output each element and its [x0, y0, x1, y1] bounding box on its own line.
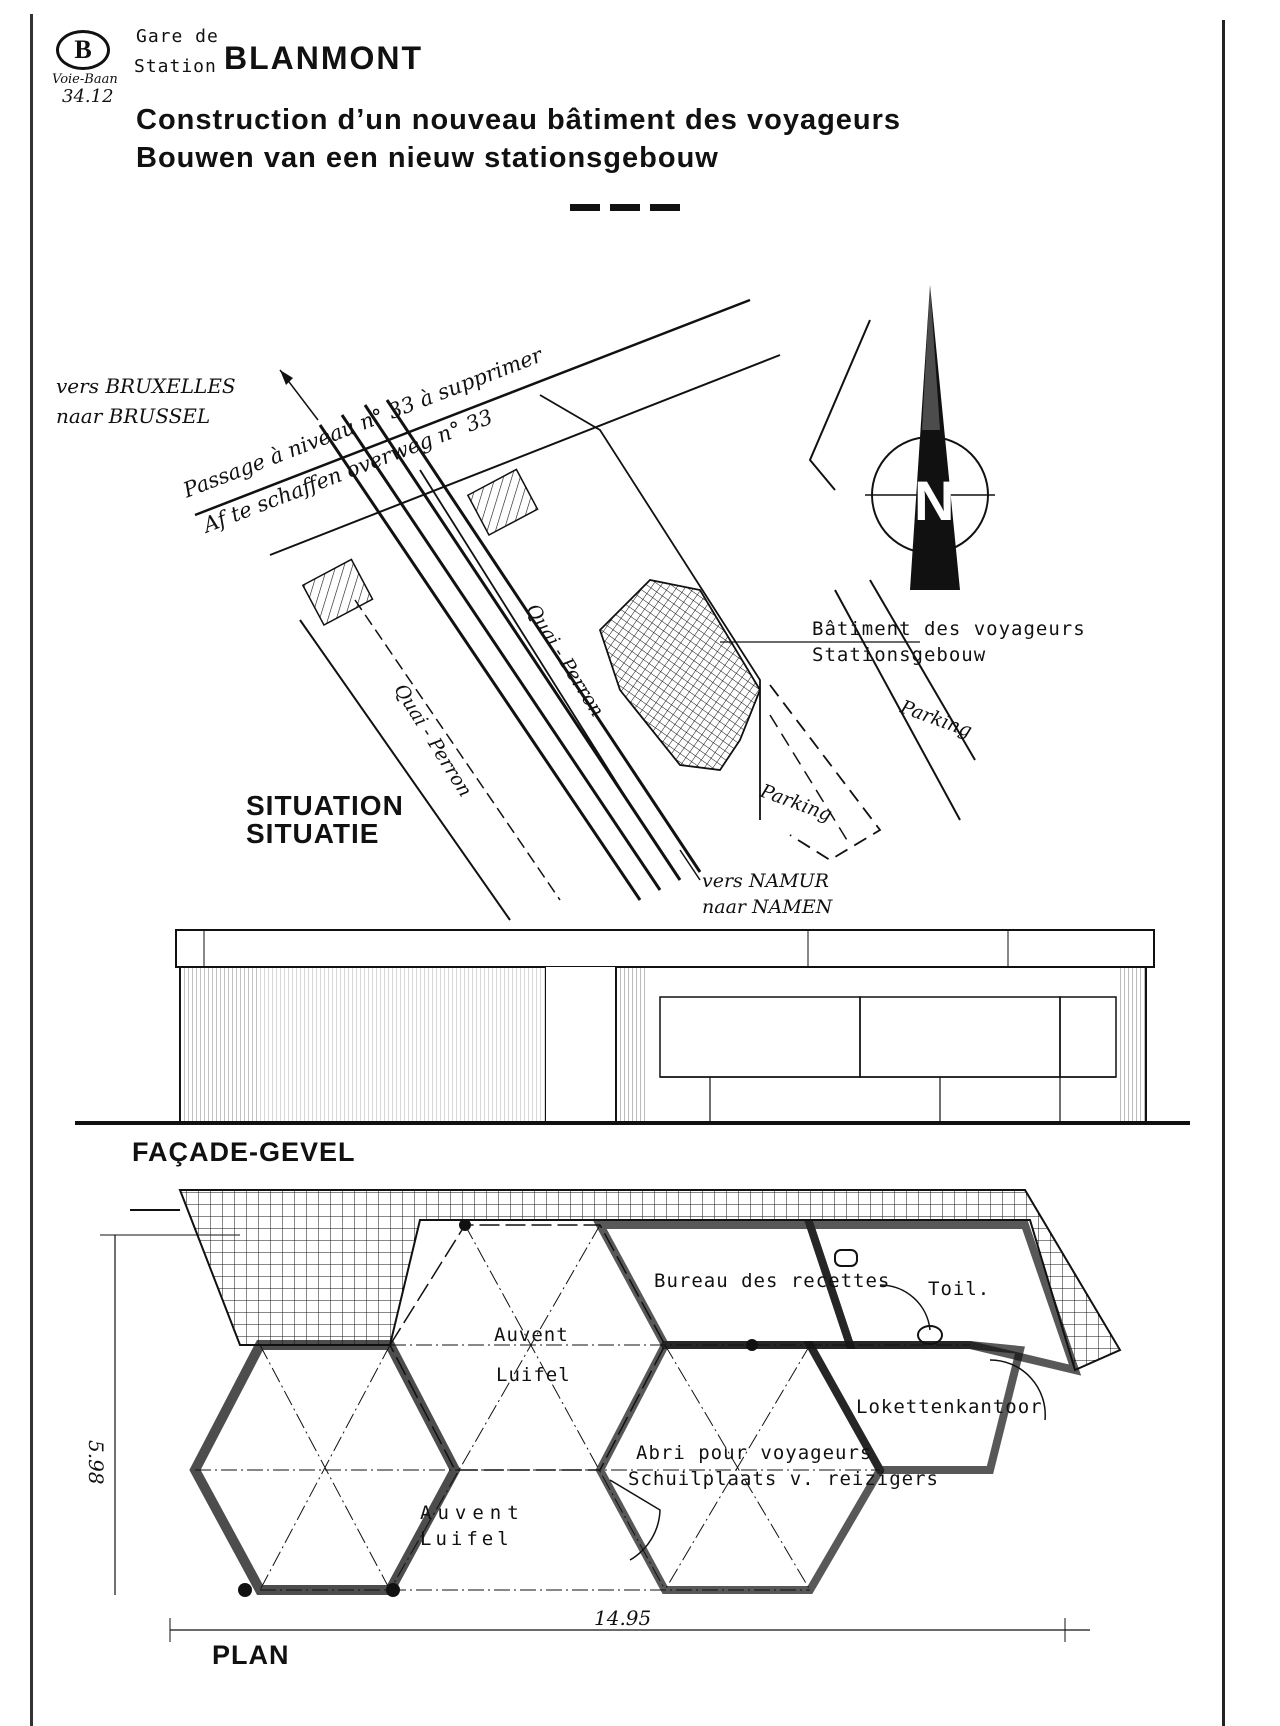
station-plot-outline	[539, 394, 761, 820]
situation-map	[194, 285, 995, 921]
door-office	[989, 1359, 1046, 1421]
label-luifel-2: Luifel	[420, 1528, 513, 1550]
gare-label: Gare de	[136, 26, 219, 47]
wc-icon	[917, 1325, 943, 1345]
road-edge-top	[194, 298, 751, 517]
track-4	[385, 399, 702, 873]
facade-right-wall	[615, 966, 1147, 1123]
dim-height-label: 5.98	[84, 1440, 108, 1485]
washbasin-icon	[834, 1249, 858, 1267]
label-auvent-2: Auvent	[420, 1502, 525, 1524]
station-label: Station	[134, 56, 217, 77]
facade-heading: FAÇADE-GEVEL	[132, 1137, 356, 1167]
label-schuilplaats: Schuilplaats v. reizigers	[628, 1468, 939, 1490]
label-to-namur-nl: naar NAMEN	[702, 896, 833, 918]
parking-bays	[769, 684, 882, 862]
plan-heading: PLAN	[212, 1640, 290, 1670]
floor-plan	[100, 1189, 1122, 1642]
label-to-namur-fr: vers NAMUR	[702, 870, 829, 892]
label-building-fr: Bâtiment des voyageurs	[812, 618, 1086, 640]
facade-opening	[546, 967, 616, 1122]
arrow-namur-icon	[679, 849, 701, 881]
label-toilet: Toil.	[928, 1278, 991, 1300]
label-abri: Abri pour voyageurs	[636, 1442, 873, 1464]
road-edge-bottom	[269, 354, 781, 556]
north-road	[808, 319, 871, 491]
label-loketten: Lokettenkantoor	[856, 1396, 1043, 1418]
stair-left	[301, 558, 374, 626]
title-divider	[570, 204, 680, 211]
toilet-room	[804, 1221, 1082, 1376]
label-building-nl: Stationsgebouw	[812, 644, 987, 666]
title-french: Construction d’un nouveau bâtiment des v…	[136, 104, 902, 136]
door-shelter	[609, 1479, 661, 1561]
facade-drawing	[75, 929, 1190, 1125]
sncb-logo: B	[56, 30, 110, 70]
logo-letter: B	[74, 35, 92, 64]
facade-roof-band	[175, 929, 1155, 968]
dim-width-label: 14.95	[594, 1606, 652, 1630]
track-2	[340, 414, 662, 891]
left-platform-inner	[354, 599, 561, 901]
title-dutch: Bouwen van een nieuw stationsgebouw	[136, 142, 719, 174]
label-luifel-1: Luifel	[496, 1364, 571, 1386]
label-to-brussels-fr: vers BRUXELLES	[56, 374, 236, 398]
situation-heading-fr: SITUATION	[246, 790, 404, 821]
station-name: BLANMONT	[224, 40, 424, 76]
label-bureau: Bureau des recettes	[654, 1270, 891, 1292]
left-platform-outer	[299, 619, 511, 921]
left-margin-line	[30, 14, 33, 1726]
north-arrow-icon	[910, 285, 960, 590]
north-letter: N	[914, 469, 955, 532]
stair-right	[466, 468, 539, 536]
right-platform-line	[419, 469, 641, 821]
door-toilet	[879, 1284, 931, 1331]
ref-line2: 34.12	[62, 86, 114, 107]
columns	[238, 1219, 758, 1597]
situation-heading-nl: SITUATIE	[246, 818, 380, 849]
right-margin-line	[1222, 20, 1225, 1726]
label-auvent-1: Auvent	[494, 1324, 569, 1346]
ref-line1: Voie-Baan	[52, 72, 118, 87]
label-to-brussels-nl: naar BRUSSEL	[56, 404, 211, 428]
track-1	[318, 424, 642, 901]
station-building	[598, 579, 762, 771]
